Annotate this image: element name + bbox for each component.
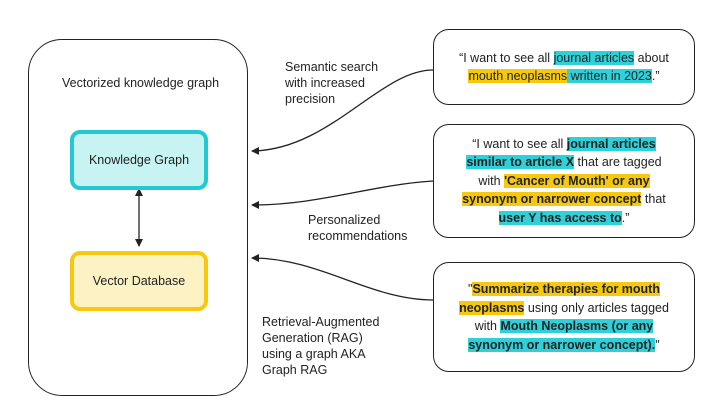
quote-box-graph-rag: "Summarize therapies for mouth neoplasms… (433, 262, 695, 372)
vectorized-knowledge-graph-container (28, 39, 248, 396)
graph-rag-arrow (251, 254, 434, 301)
quote-2-highlight-journal-articles: journal articles (566, 136, 656, 151)
quote-3-highlight-neoplasms: neoplasms (459, 300, 525, 315)
quote-box-semantic-search: “I want to see all journal articles abou… (433, 29, 695, 105)
knowledge-graph-label: Knowledge Graph (88, 153, 190, 167)
vector-database-node: Vector Database (70, 251, 208, 311)
rag-line-4: Graph RAG (262, 363, 328, 377)
quote-2-mid-1: that are tagged (574, 155, 662, 170)
knowledge-graph-node: Knowledge Graph (70, 130, 208, 190)
semantic-search-label: Semantic search with increased precision (285, 59, 378, 107)
quote-1-text: “I want to see all journal articles abou… (459, 49, 669, 86)
quote-1-mid: about (634, 50, 669, 65)
quote-2-highlight-user-access: user Y has access to (498, 210, 622, 225)
quote-2-close: .” (621, 210, 630, 225)
quote-2-highlight-similar-article: similar to article X (466, 155, 575, 170)
quote-3-highlight-summarize: Summarize therapies for mouth (472, 282, 660, 296)
quote-1-highlight-journal-articles: journal articles (553, 50, 635, 65)
quote-box-personalized: “I want to see all journal articles simi… (433, 124, 695, 238)
semantic-search-arrow (251, 69, 434, 155)
quote-2-text: “I want to see all journal articles simi… (462, 135, 666, 228)
semantic-line-2: with increased (285, 76, 365, 90)
semantic-line-1: Semantic search (285, 60, 379, 74)
quote-1-open: “I want to see all (459, 50, 554, 65)
quote-2-highlight-cancer-of-mouth: 'Cancer of Mouth' or any (504, 173, 650, 188)
quote-3-mid-1: using only articles tagged (524, 300, 669, 315)
quote-3-open: " (468, 282, 473, 296)
quote-1-close: .” (651, 69, 660, 83)
quote-1-highlight-written-2023: written in 2023 (567, 69, 652, 83)
quote-3-text: "Summarize therapies for mouth neoplasms… (459, 280, 669, 354)
graph-rag-label: Retrieval-Augmented Generation (RAG) usi… (262, 314, 379, 378)
semantic-line-3: precision (285, 92, 336, 106)
quote-3-highlight-synonym: synonym or narrower concept). (468, 337, 656, 352)
rag-line-1: Retrieval-Augmented (262, 315, 380, 329)
vector-database-label: Vector Database (92, 274, 186, 288)
rag-line-2: Generation (RAG) (262, 331, 363, 345)
quote-2-mid-3: that (641, 192, 666, 207)
personal-line-2: recommendations (308, 229, 408, 243)
rag-line-3: using a graph AKA (262, 347, 366, 361)
quote-3-close: " (655, 337, 660, 352)
outer-title: Vectorized knowledge graph (62, 76, 220, 90)
quote-1-highlight-mouth-neoplasms: mouth neoplasms (468, 69, 568, 83)
quote-2-highlight-synonym: synonym or narrower concept (462, 192, 642, 207)
quote-3-highlight-mouth-neoplasms: Mouth Neoplasms (or any (500, 319, 654, 333)
personal-line-1: Personalized (308, 213, 381, 227)
quote-2-mid-2: with (478, 173, 505, 188)
quote-2-open: “I want to see all (472, 136, 567, 151)
personalized-recommendations-label: Personalized recommendations (308, 212, 407, 244)
personalized-recommendations-arrow (251, 180, 434, 209)
quote-3-mid-2: with (474, 319, 501, 333)
